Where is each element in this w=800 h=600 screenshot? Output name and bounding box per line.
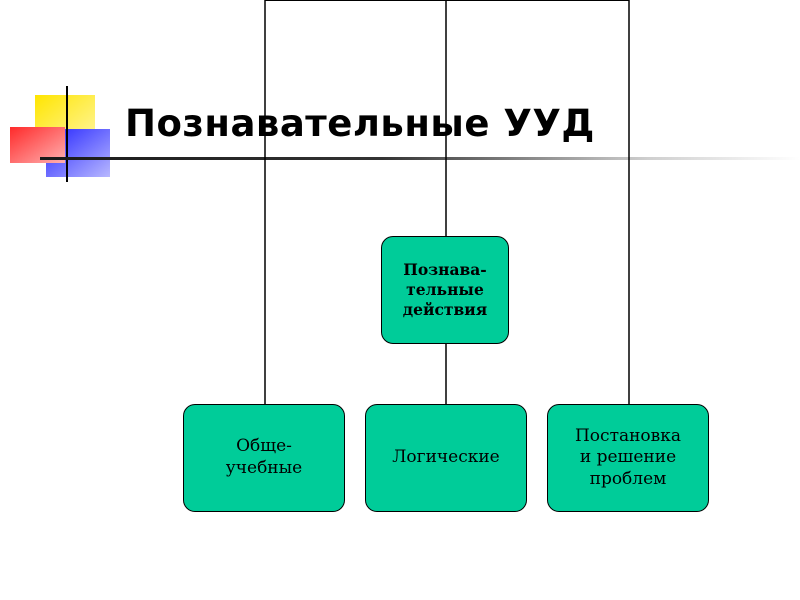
node-problem-solving: Постановка и решение проблем	[547, 404, 709, 512]
node-cognitive-actions-label: Познава- тельные действия	[402, 260, 488, 319]
slide-title: Познавательные УУД	[125, 102, 595, 145]
title-underline	[40, 157, 800, 160]
node-logical: Логические	[365, 404, 527, 512]
node-problem-solving-label: Постановка и решение проблем	[574, 425, 682, 489]
node-logical-label: Логические	[392, 447, 500, 468]
node-cognitive-actions: Познава- тельные действия	[381, 236, 509, 344]
node-general-educational: Обще- учебные	[183, 404, 345, 512]
decorative-squares-logo	[10, 86, 110, 182]
node-general-educational-label: Обще- учебные	[225, 436, 303, 478]
